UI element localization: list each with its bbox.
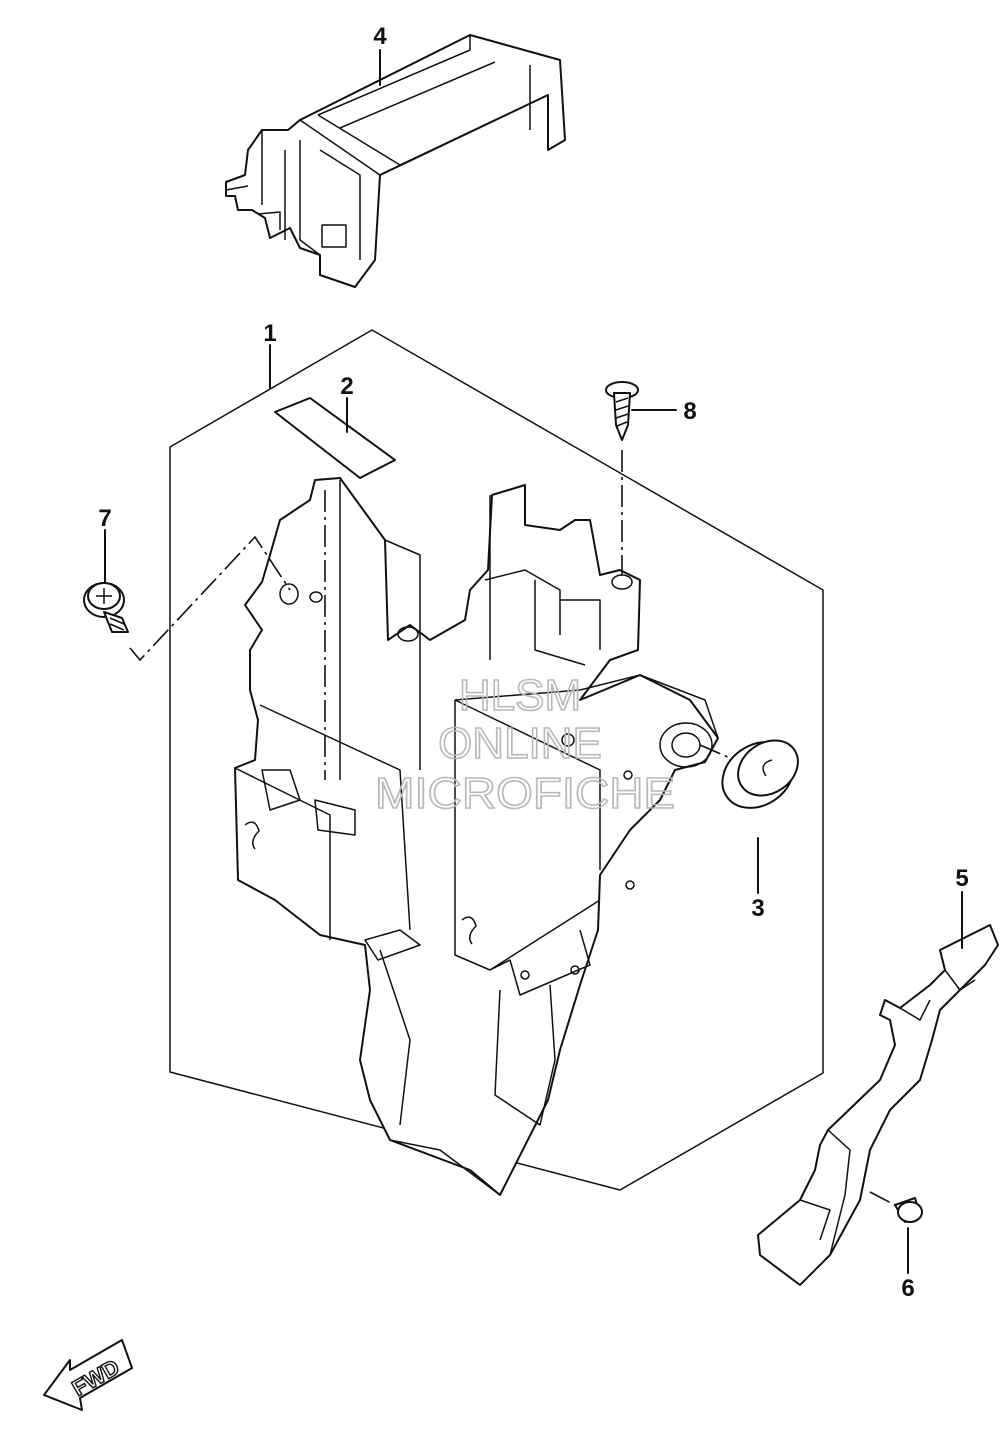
- callout-6: 6: [901, 1275, 914, 1302]
- part-3-grommet[interactable]: [710, 729, 809, 822]
- part-2-label[interactable]: [274, 397, 396, 479]
- leader-lines: [104, 49, 963, 1274]
- callout-3: 3: [751, 895, 764, 922]
- watermark-line-1: HLSM: [459, 671, 581, 720]
- fwd-arrow-icon: FWD: [43, 1339, 133, 1411]
- part-8-screw[interactable]: [605, 381, 639, 441]
- part-6-clip[interactable]: [894, 1197, 923, 1223]
- callout-7: 7: [98, 505, 111, 532]
- part-4-bracket[interactable]: [225, 34, 566, 288]
- watermark-line-2: ONLINE: [438, 719, 602, 768]
- callout-2: 2: [340, 373, 353, 400]
- watermark-line-3: MICROFICHE: [375, 769, 675, 818]
- callout-4: 4: [373, 23, 387, 50]
- callout-8: 8: [683, 398, 696, 425]
- part-7-bolt[interactable]: [83, 582, 129, 633]
- part-1-assembly[interactable]: [234, 477, 719, 1196]
- callout-1: 1: [263, 320, 276, 347]
- part-5-cover[interactable]: [757, 924, 999, 1286]
- watermark: HLSM ONLINE MICROFICHE: [374, 670, 676, 819]
- callout-5: 5: [955, 865, 968, 892]
- kit-boundary-box: [169, 329, 824, 1191]
